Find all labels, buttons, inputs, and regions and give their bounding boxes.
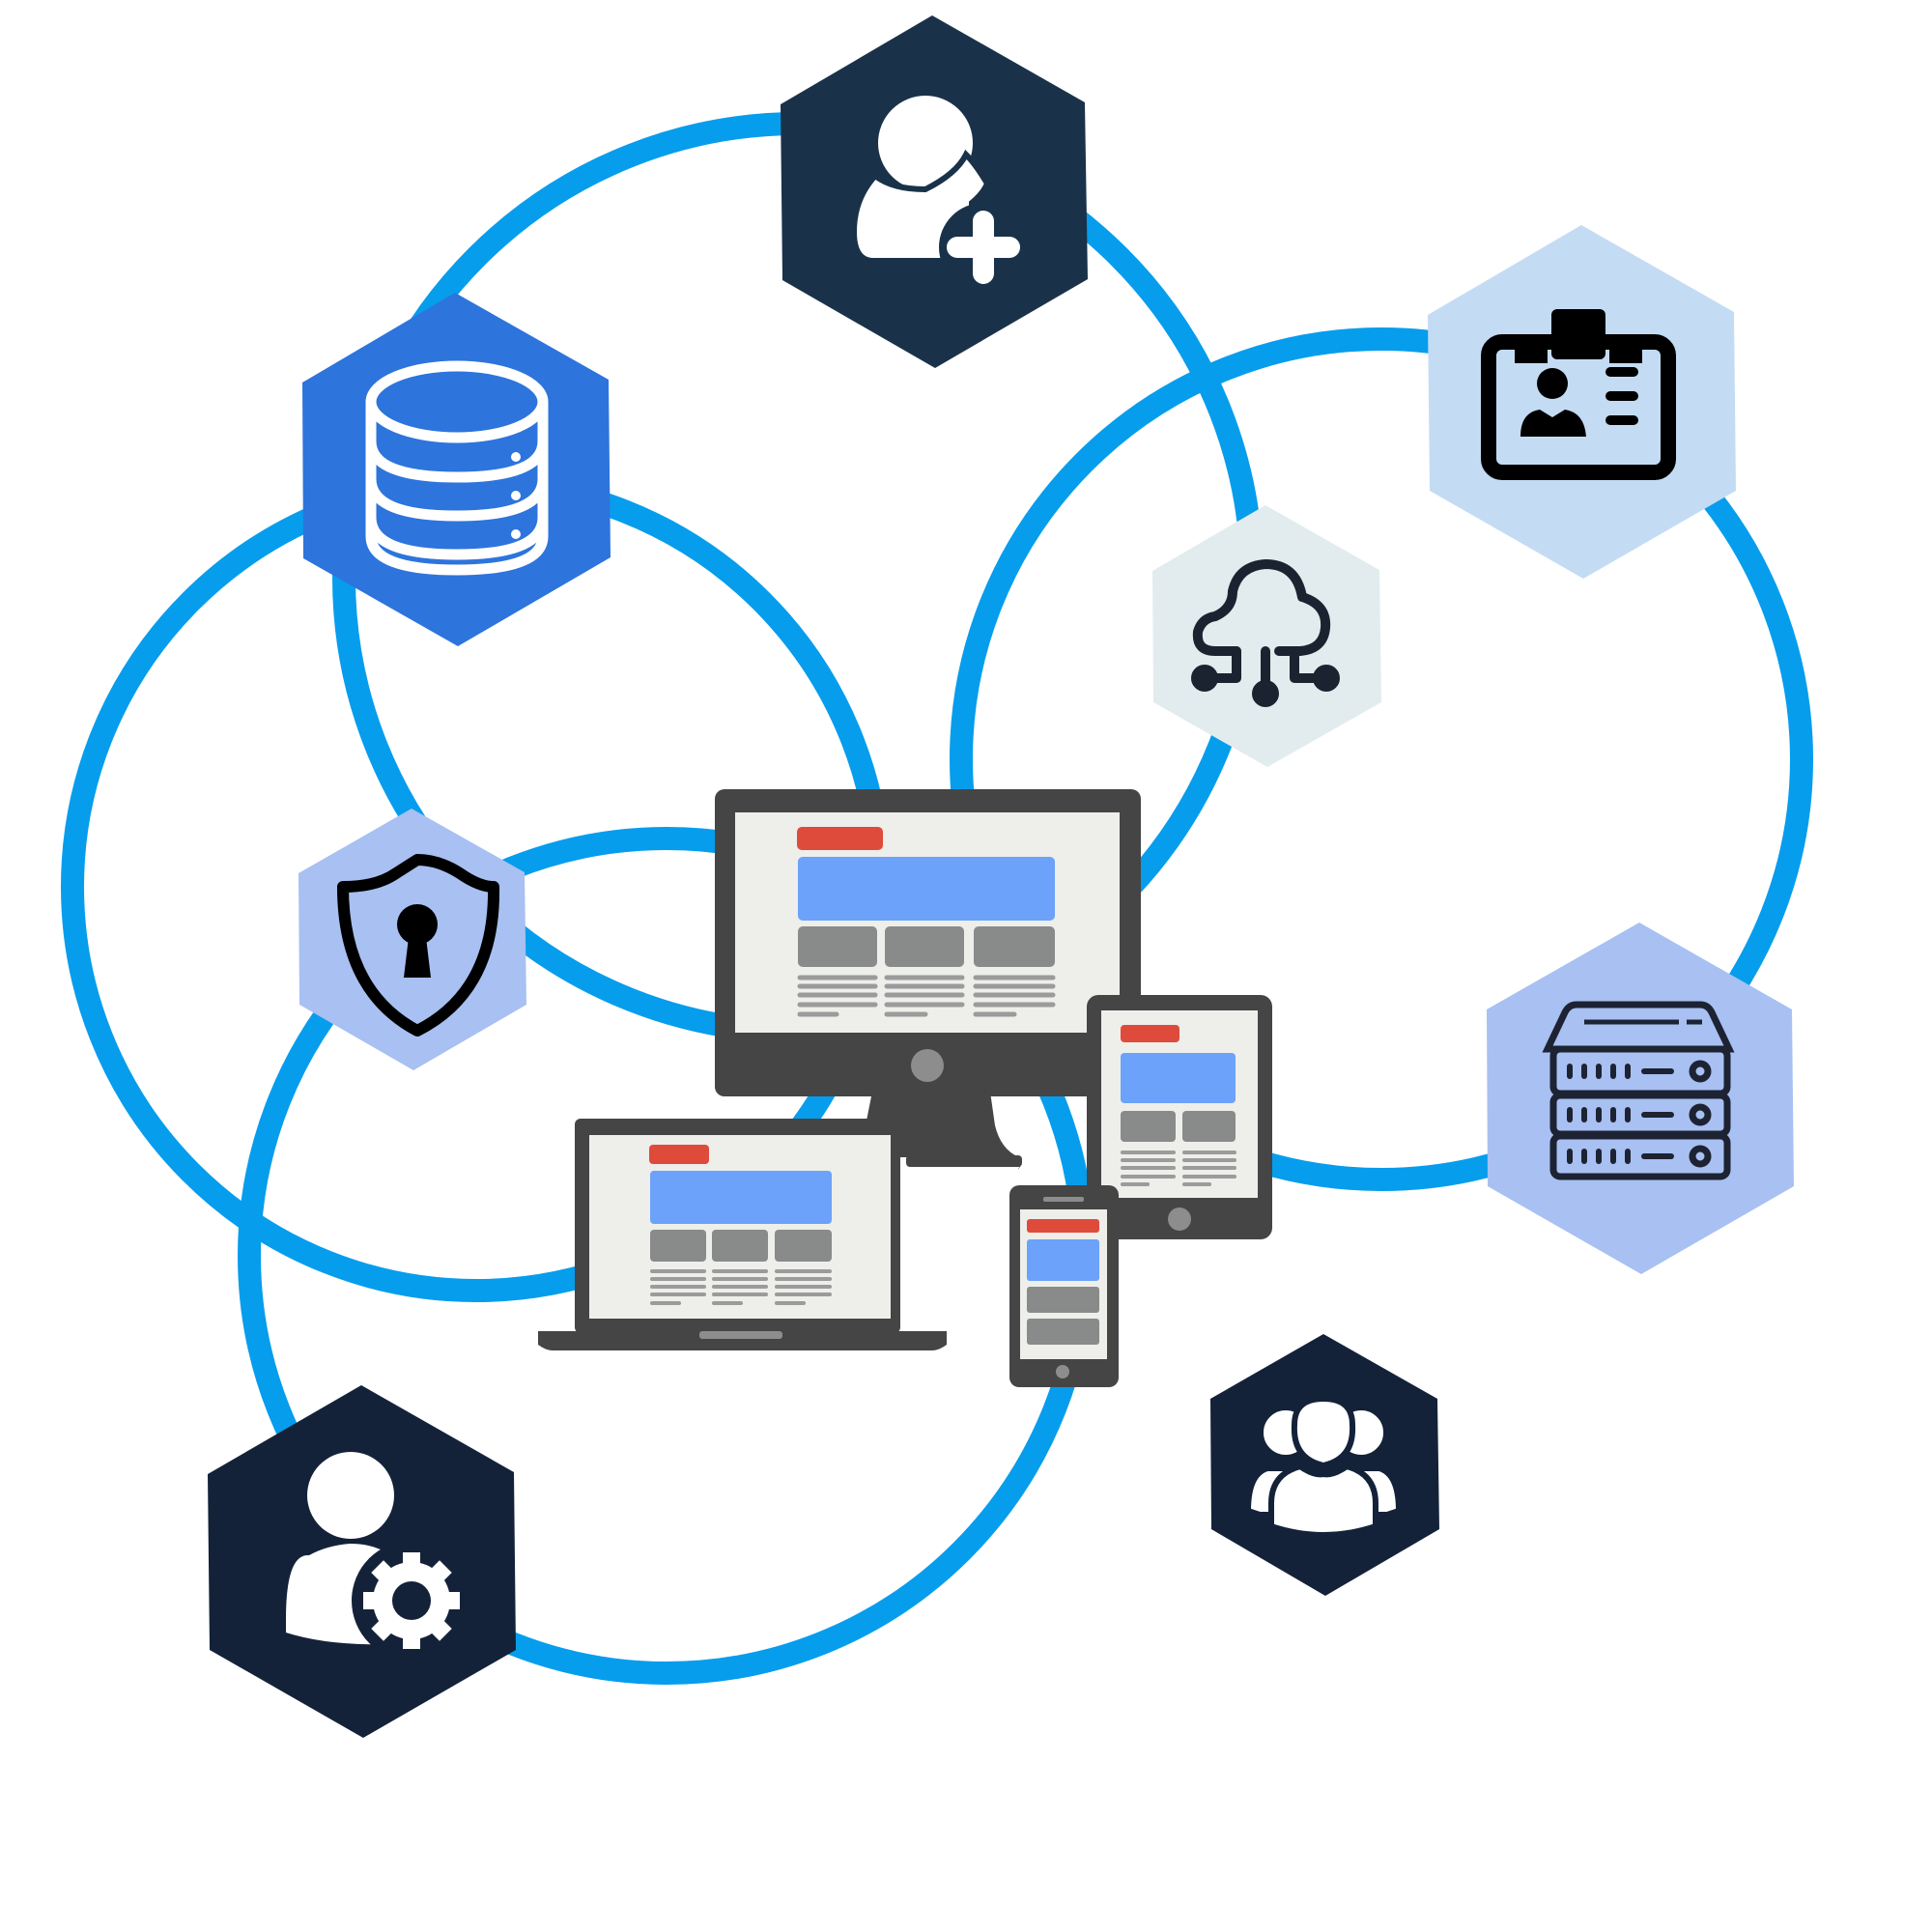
node-security: [298, 809, 526, 1070]
node-user-settings: [208, 1385, 516, 1738]
user-plus-icon: [850, 88, 1028, 292]
devices-group: [538, 789, 1272, 1387]
tablet: [1087, 995, 1272, 1239]
user-gear-icon: [286, 1452, 471, 1661]
node-server: [1487, 923, 1794, 1274]
user-group-icon: [1244, 1395, 1403, 1538]
cloud-network-icon: [1191, 559, 1340, 707]
node-user-group: [1210, 1334, 1439, 1596]
shield-keyhole-icon: [337, 854, 500, 1037]
ring-right: [950, 327, 1813, 1191]
node-cloud-network: [1152, 505, 1381, 767]
node-add-user: [781, 15, 1088, 368]
desktop-monitor: [715, 789, 1141, 1169]
smartphone: [1009, 1185, 1119, 1387]
id-badge-icon: [1481, 309, 1676, 480]
server-rack-icon: [1542, 1001, 1735, 1180]
node-id-card: [1428, 225, 1736, 579]
database-icon: [365, 360, 549, 576]
node-database: [302, 293, 611, 646]
laptop: [538, 1119, 947, 1350]
